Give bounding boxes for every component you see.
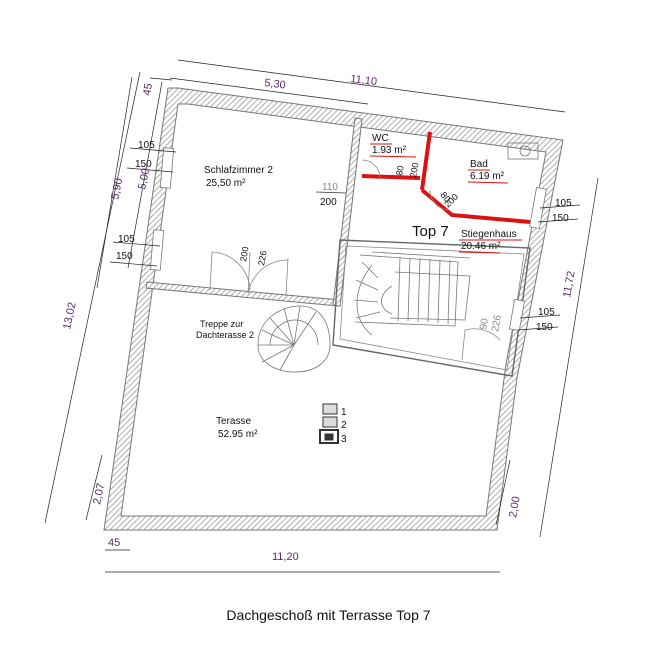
windows	[149, 142, 547, 332]
unit-label: Top 7	[412, 223, 449, 240]
dim-top-corner: 45	[141, 82, 155, 96]
room-stiegenhaus-name: Stiegenhaus	[461, 229, 517, 240]
wc-door-h: 200	[408, 162, 420, 179]
window-lower-w: 150	[116, 251, 133, 262]
interior-walls	[145, 117, 531, 377]
treppe-line2: Dachterasse 2	[196, 330, 254, 340]
staircase	[353, 251, 471, 336]
right-window1-w: 150	[552, 213, 569, 224]
dim-left-lower: 2,07	[91, 482, 107, 505]
spiral-stair	[257, 305, 331, 373]
treppe-line1: Treppe zur	[200, 319, 243, 329]
stair-door-h: 226	[490, 314, 504, 333]
room-bad-area: 6.19 m²	[470, 171, 505, 182]
room-terasse-area: 52.95 m²	[218, 429, 258, 440]
room-schlafzimmer-area: 25,50 m²	[206, 178, 246, 189]
terrace-door-h: 226	[256, 250, 268, 267]
marker-1: 1	[341, 407, 347, 418]
room-wc-name: WC	[372, 133, 389, 144]
dim-left-inner: 5,00	[136, 167, 152, 190]
marker-3: 3	[341, 434, 347, 445]
marker-2: 2	[341, 420, 347, 431]
room-terasse-name: Terasse	[216, 416, 251, 427]
plan-caption: Dachgeschoß mit Terrasse Top 7	[226, 607, 431, 623]
right-window1-h: 105	[555, 198, 572, 209]
right-window2-w: 150	[536, 322, 553, 333]
dimension-lines	[44, 59, 599, 573]
window-lower-h: 105	[118, 234, 135, 245]
door-swings	[209, 159, 501, 361]
room-schlafzimmer-name: Schlafzimmer 2	[204, 165, 273, 176]
stair-door-w: 90	[478, 317, 491, 330]
dim-bottom-total: 11,20	[272, 551, 299, 563]
chimney-block	[319, 403, 339, 444]
bedroom-door-w: 110	[322, 182, 338, 193]
wc-door-w: 80	[394, 165, 406, 177]
room-wc-area: 1.93 m²	[372, 145, 407, 156]
dim-right-lower: 2,00	[507, 495, 523, 518]
room-bad-name: Bad	[470, 159, 488, 170]
dim-left-upper: 5,90	[109, 177, 125, 200]
window-upper-h: 105	[138, 140, 155, 151]
bedroom-door-h: 200	[320, 197, 337, 208]
bad-door-w: 80	[438, 190, 452, 204]
room-stiegenhaus-area: 20.46 m²	[461, 241, 501, 252]
dim-top-total: 11,10	[350, 73, 378, 88]
window-upper-w: 150	[135, 159, 152, 170]
dim-right-total: 11,72	[561, 270, 577, 298]
dim-left-total: 13,02	[61, 301, 78, 330]
dim-bottom-corner: 45	[108, 537, 120, 549]
right-window2-h: 105	[538, 307, 555, 318]
terrace-door-w: 200	[238, 246, 250, 263]
dim-top-partial: 5,30	[264, 77, 287, 92]
outer-wall	[103, 87, 564, 531]
